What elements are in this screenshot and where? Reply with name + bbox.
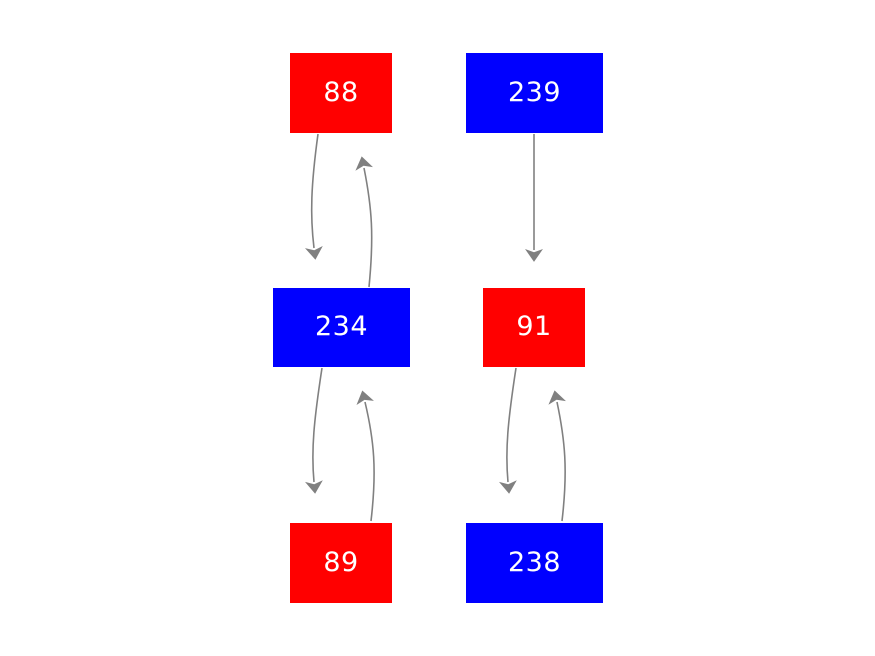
node-label: 88 xyxy=(323,76,359,108)
graph-node-234[interactable]: 234 xyxy=(273,288,410,367)
node-label: 238 xyxy=(507,546,562,578)
edge-89-to-234 xyxy=(356,390,375,522)
graph-node-88[interactable]: 88 xyxy=(290,53,392,133)
edge-234-to-89 xyxy=(304,367,323,494)
edge-91-to-238 xyxy=(498,367,517,494)
graph-node-239[interactable]: 239 xyxy=(466,53,603,133)
graph-node-238[interactable]: 238 xyxy=(466,523,603,603)
graph-node-89[interactable]: 89 xyxy=(290,523,392,603)
node-label: 239 xyxy=(507,76,562,108)
node-label: 234 xyxy=(314,311,369,342)
edge-238-to-91 xyxy=(548,390,566,522)
node-label: 91 xyxy=(516,311,552,342)
edge-234-to-88 xyxy=(355,156,373,288)
graph-node-91[interactable]: 91 xyxy=(483,288,585,367)
edge-88-to-234 xyxy=(304,133,323,260)
node-label: 89 xyxy=(323,546,359,578)
